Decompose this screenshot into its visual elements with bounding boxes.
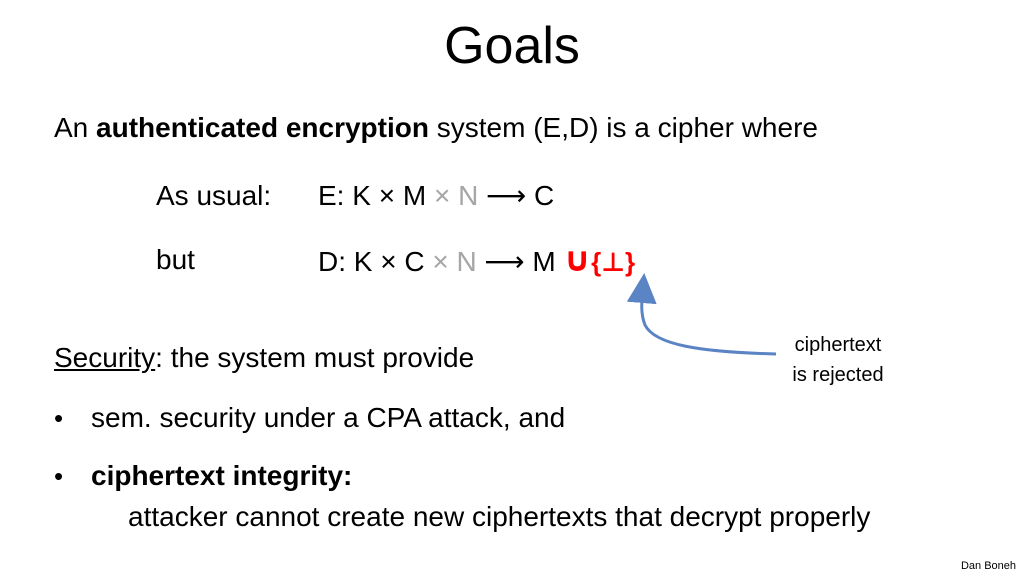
dec-head: D: K × C [318,246,433,277]
usual-label: As usual: [156,180,272,211]
author-footer: Dan Boneh [960,560,1016,572]
dec-tail: ⟶ M [476,246,564,277]
enc-head: E: K × M [318,180,434,211]
arrow-curve [626,273,777,356]
annotation-line-1: ciphertext [794,334,882,356]
decryption-signature: D: K × C × N ⟶ M ∪{⊥} [318,242,635,280]
reject-symbol: {⊥} [591,247,636,277]
security-heading: Security: the system must provide [54,340,474,376]
union-symbol: ∪ [563,241,592,279]
bullet-item-1: sem. security under a CPA attack, and [91,402,566,433]
bullet-item-2-description: attacker cannot create new ciphertexts t… [128,501,871,532]
bullet-dot-2: • [54,461,64,491]
dec-nonce: × N [432,246,477,277]
slide-title: Goals [444,17,580,75]
security-word: Security [54,342,156,373]
bullet-dot-1: • [54,403,64,433]
intro-prefix: An [54,112,97,143]
bullet-item-2: ciphertext integrity: [91,460,353,491]
encryption-signature: E: K × M × N ⟶ C [318,178,554,214]
annotation-line-2: is rejected [792,364,884,386]
intro-bold-term: authenticated encryption [96,112,429,143]
enc-nonce: × N [433,180,479,211]
enc-tail: ⟶ C [478,180,555,211]
but-label: but [156,244,195,275]
intro-sentence: An authenticated encryption system (E,D)… [54,110,818,146]
annotation-note: ciphertext is rejected [770,330,906,390]
security-rest: : the system must provide [155,342,475,373]
intro-suffix: system (E,D) is a cipher where [428,112,818,143]
